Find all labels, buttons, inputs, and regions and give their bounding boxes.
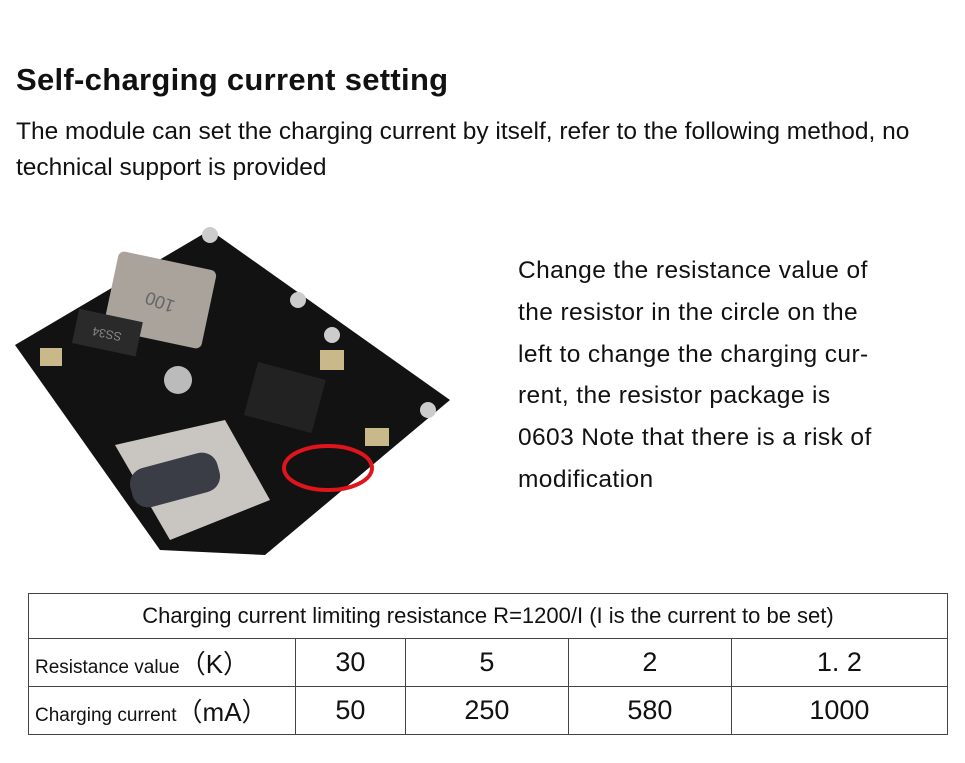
description-line: 0603 Note that there is a risk of: [518, 424, 872, 452]
description-line: modification: [518, 465, 654, 493]
resistance-table: Charging current limiting resistance R=1…: [28, 593, 949, 735]
diode-label: SS34: [91, 324, 123, 344]
intro-text: The module can set the charging current …: [16, 118, 910, 181]
description-line: Change the resistance value of: [518, 257, 868, 284]
highlight-circle: [282, 444, 374, 492]
table-header: Charging current limiting resistance R=1…: [28, 593, 948, 639]
table-cell: 250: [404, 686, 569, 735]
table-cell: 580: [567, 686, 732, 735]
table-cell: 30: [295, 638, 406, 687]
description: Change the resistance value of the resis…: [518, 250, 948, 501]
table-cell: 50: [295, 686, 406, 735]
description-line: left to change the charging cur-: [518, 340, 869, 368]
table-cell: 1000: [730, 686, 949, 735]
description-line: the resistor in the circle on the: [518, 298, 859, 326]
table-cell: 5: [404, 638, 569, 687]
row-unit: （K）: [179, 649, 250, 679]
table-cell: 2: [567, 638, 732, 687]
table-cell: 1. 2: [730, 638, 949, 687]
row-unit: （mA）: [176, 697, 268, 727]
row-label: Charging current: [35, 705, 177, 726]
pcb-module-image: 100 SS34: [15, 227, 450, 555]
table-row: Charging current（mA） 50 250 580 1000: [28, 686, 949, 735]
description-line: rent, the resistor package is: [518, 382, 831, 410]
page-title: Self-charging current setting: [16, 62, 449, 97]
row-label: Resistance value: [35, 657, 180, 678]
table-row: Resistance value（K） 30 5 2 1. 2: [28, 638, 949, 687]
